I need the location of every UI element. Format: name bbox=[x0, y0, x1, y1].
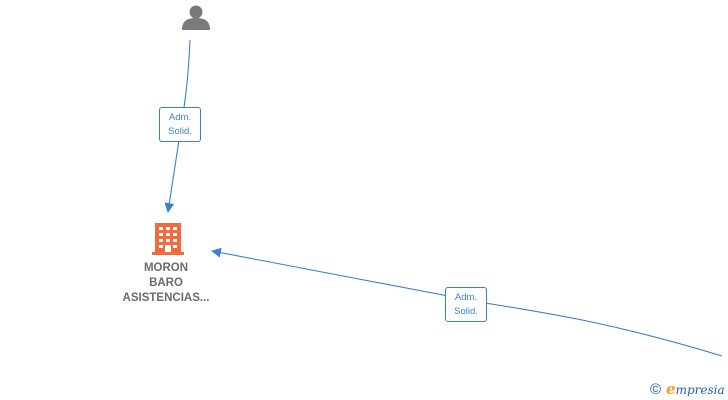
brand-name-rest: mpresia bbox=[675, 383, 725, 397]
edge-label-line-1: Adm. bbox=[168, 112, 192, 123]
company-name-line-1: MORON bbox=[143, 262, 189, 274]
edge-label-line-2: Solid. bbox=[168, 126, 192, 137]
empresia-watermark: ©empresia bbox=[650, 380, 725, 398]
company-name-label[interactable]: MORON BARO ASISTENCIAS... bbox=[110, 261, 222, 306]
copyright-symbol: © bbox=[650, 381, 662, 398]
edge-label-line-2: Solid. bbox=[454, 306, 478, 317]
brand-initial: e bbox=[666, 380, 676, 398]
person-icon[interactable] bbox=[182, 5, 210, 31]
company-name-line-3: ASISTENCIAS... bbox=[122, 292, 210, 304]
edge-label-line-1: Adm. bbox=[454, 292, 478, 303]
company-building-icon[interactable] bbox=[152, 223, 184, 255]
edge-label-person-company[interactable]: Adm. Solid. bbox=[159, 107, 201, 142]
company-name-line-2: BARO bbox=[149, 277, 183, 289]
edge-label-offscreen-company[interactable]: Adm. Solid. bbox=[445, 287, 487, 322]
edge-offscreen-to-company bbox=[211, 247, 723, 357]
